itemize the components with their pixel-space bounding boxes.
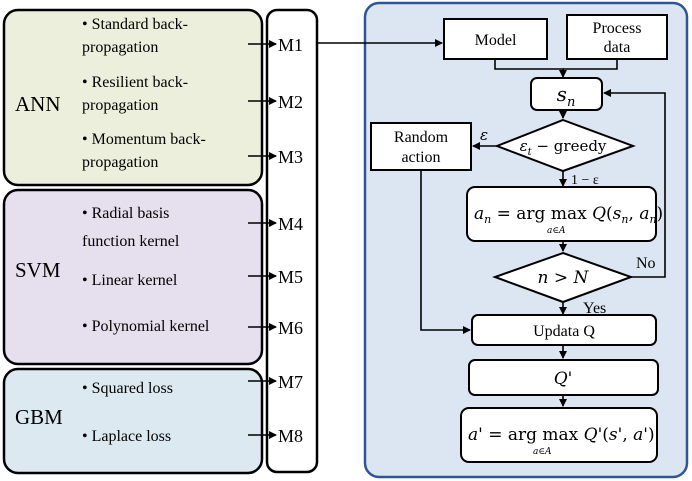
final-formula: a' = arg max Q'(s', a') <box>468 425 655 445</box>
model-m7: M7 <box>278 372 303 392</box>
no-label: No <box>636 255 656 272</box>
ann-item-1-line-1: • Standard back- <box>82 16 188 33</box>
ann-item-3-line-2: propagation <box>82 154 158 171</box>
ann-item-2-line-1: • Resilient back- <box>82 74 188 91</box>
final-policy-box <box>460 407 658 463</box>
action-formula: an = arg max Q(sn, an) <box>474 204 663 226</box>
models-column <box>265 8 319 474</box>
process-data-line-1: Process <box>593 20 642 37</box>
svm-item-1-line-1: • Radial basis <box>82 205 169 222</box>
group-ann-box <box>2 8 264 187</box>
gbm-item-2: • Laplace loss <box>82 428 171 445</box>
update-q-box <box>471 314 657 346</box>
ann-item-3-line-1: • Momentum back- <box>82 131 206 148</box>
gbm-item-1: • Squared loss <box>82 380 173 397</box>
q-prime-label: Q' <box>554 369 573 389</box>
random-action-line-2: action <box>401 149 440 166</box>
model-m1: M1 <box>278 35 303 55</box>
epsilon-greedy-decision <box>494 118 636 173</box>
action-formula-subscript: a∈A <box>547 226 566 236</box>
ann-item-1-line-2: propagation <box>82 39 158 56</box>
process-data-line-2: data <box>604 39 631 56</box>
svm-item-2: • Linear kernel <box>82 272 178 289</box>
group-gbm-box <box>2 367 264 475</box>
model-box <box>443 18 548 60</box>
one-minus-epsilon-label: 1 − ε <box>571 173 599 188</box>
svm-item-1-line-2: function kernel <box>82 233 180 250</box>
group-svm-label: SVM <box>15 258 61 282</box>
model-m3: M3 <box>278 147 303 167</box>
group-gbm-label: GBM <box>15 405 63 429</box>
state-box <box>530 77 603 111</box>
epsilon-label: ε <box>480 126 488 144</box>
model-m4: M4 <box>278 214 303 234</box>
update-q-label: Updata Q <box>533 323 595 340</box>
final-formula-subscript: a∈A <box>533 447 552 457</box>
action-selection-box <box>466 186 657 242</box>
model-m5: M5 <box>278 267 303 287</box>
flow-arrows <box>420 59 666 407</box>
group-svm-box <box>2 188 264 366</box>
svm-item-3: • Polynomial kernel <box>82 318 210 335</box>
yes-label: Yes <box>583 300 606 317</box>
n-greater-than-N-decision <box>492 251 634 304</box>
n-greater-than-N-label: n > N <box>538 268 590 288</box>
item-to-model-arrows <box>248 40 277 439</box>
model-m2: M2 <box>278 92 303 112</box>
random-action-box <box>370 122 472 171</box>
random-action-line-1: Random <box>394 129 449 146</box>
model-m6: M6 <box>278 318 303 338</box>
q-prime-box <box>468 359 659 396</box>
group-ann-label: ANN <box>15 92 61 116</box>
ann-item-2-line-2: propagation <box>82 97 158 114</box>
epsilon-greedy-label: εt − greedy <box>520 137 607 158</box>
model-box-label: Model <box>475 32 517 49</box>
model-m8: M8 <box>278 426 303 446</box>
